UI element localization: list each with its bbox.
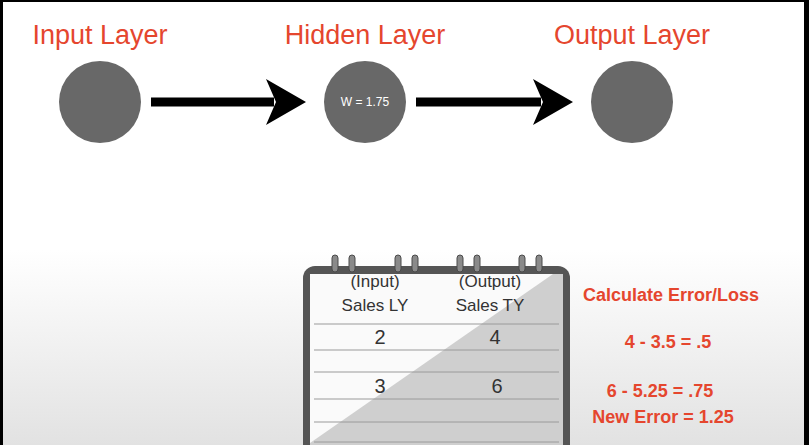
spiral-ring — [457, 255, 463, 272]
table-cell: 3 — [370, 374, 390, 398]
ruled-line — [314, 324, 559, 325]
frame-edge — [0, 0, 3, 445]
column-header: (Input) Sales LY — [332, 270, 418, 318]
notebook: (Input) Sales LY (Output) Sales TY 2 4 3 6 — [300, 262, 573, 445]
frame-edge — [804, 0, 809, 445]
arrow-shaft — [416, 98, 541, 107]
arrow-head — [266, 79, 306, 125]
section-heading: Calculate Error/Loss — [583, 284, 759, 306]
column-header: (Output) Sales TY — [447, 270, 533, 318]
error-calculation: New Error = 1.25 — [592, 406, 734, 428]
layer-circle: Input Layer — [59, 61, 141, 143]
arrow-head — [533, 79, 573, 125]
layer-circle: Output Layer — [591, 61, 673, 143]
spiral-ring — [536, 255, 542, 272]
layer-heading: Output Layer — [554, 19, 710, 51]
ruled-line — [314, 399, 559, 400]
spiral-ring — [519, 255, 525, 272]
layer-circle: Hidden LayerW = 1.75 — [324, 61, 406, 143]
spiral-ring — [412, 255, 418, 272]
ruled-line — [314, 372, 559, 373]
frame-edge — [0, 0, 809, 2]
arrow-shaft — [151, 98, 274, 107]
spiral-ring — [395, 255, 401, 272]
ruled-line — [314, 350, 559, 351]
error-calculation: 4 - 3.5 = .5 — [625, 331, 712, 353]
arrow-connector — [151, 79, 306, 125]
spiral-ring — [474, 255, 480, 272]
table-cell: 4 — [485, 325, 505, 349]
layer-heading: Hidden Layer — [285, 19, 446, 51]
notebook-outline — [300, 262, 573, 445]
table-cell: 2 — [370, 325, 390, 349]
layer-heading: Input Layer — [32, 19, 167, 51]
spiral-ring — [332, 255, 338, 272]
ruled-line — [314, 422, 559, 423]
weight-label: W = 1.75 — [341, 95, 389, 109]
error-calculation: 6 - 5.25 = .75 — [607, 380, 714, 402]
ruled-line — [314, 442, 559, 443]
table-cell: 6 — [487, 374, 507, 398]
arrow-connector — [416, 79, 573, 125]
spiral-ring — [349, 255, 355, 272]
